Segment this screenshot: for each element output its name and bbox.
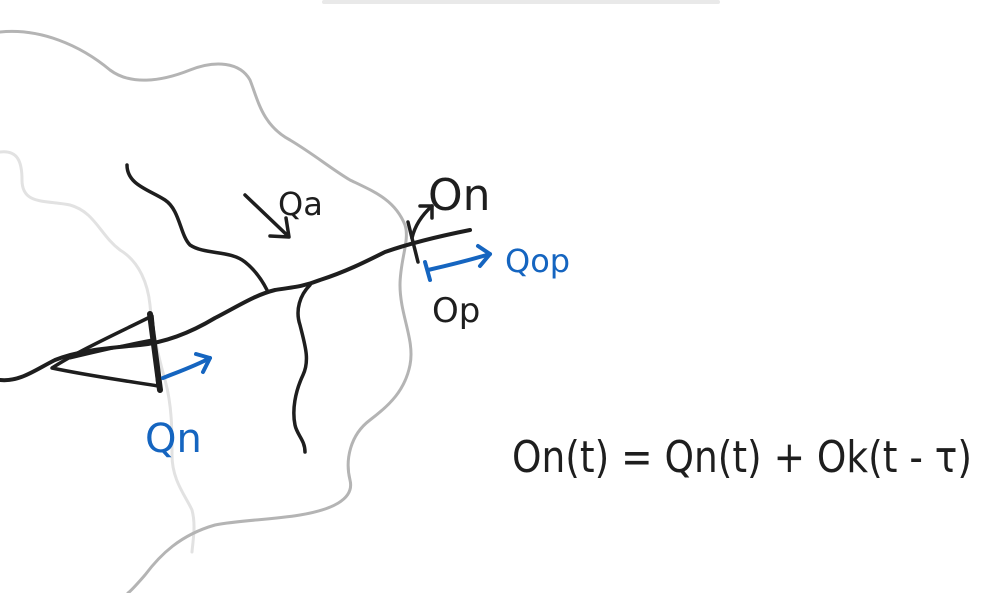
outflow-arrow-head bbox=[418, 204, 434, 220]
main-river bbox=[0, 228, 472, 383]
secondary-catchment-boundary bbox=[0, 150, 196, 554]
outlet-flow-arrow bbox=[426, 252, 492, 272]
lateral-inflow-arrow-head bbox=[268, 216, 291, 239]
upstream-flow-arrow bbox=[161, 356, 212, 380]
outlet-flow-label: Qop bbox=[505, 242, 570, 280]
outflow-arrow bbox=[410, 204, 434, 240]
catchment-boundary bbox=[0, 29, 413, 593]
routing-equation: On(t) = Qn(t) + Ok(t - τ) bbox=[512, 432, 972, 483]
upstream-flow-label: Qn bbox=[145, 416, 202, 462]
outflow-node-label: On bbox=[428, 170, 491, 221]
upstream-flow-arrow-head bbox=[194, 352, 212, 374]
reservoir-inner-line bbox=[68, 338, 154, 360]
outlet-cross-mark bbox=[406, 220, 420, 264]
upper-tributary bbox=[125, 163, 269, 292]
top-toolbar-strip bbox=[322, 0, 720, 4]
outlet-flow-arrow-head bbox=[476, 244, 492, 268]
lateral-inflow-label: Qa bbox=[278, 185, 323, 223]
lateral-inflow-arrow bbox=[243, 193, 290, 238]
lower-tributary bbox=[292, 283, 312, 454]
dam-wall bbox=[147, 311, 163, 393]
outlet-point-label: Op bbox=[432, 291, 480, 331]
